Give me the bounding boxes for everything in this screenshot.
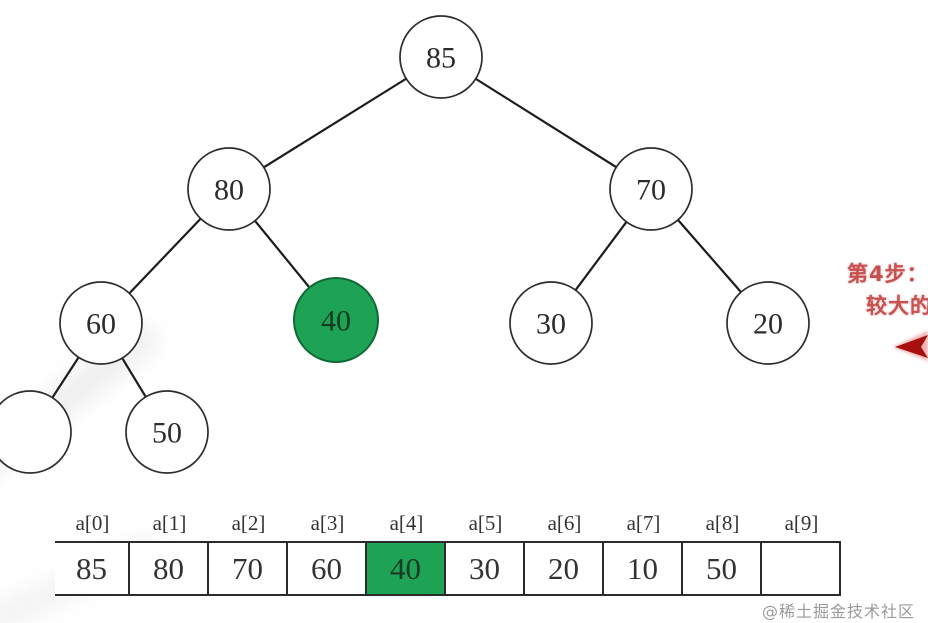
array-cell: 10 bbox=[604, 541, 683, 596]
array-cell-highlighted: 40 bbox=[367, 541, 446, 596]
array-cell: 50 bbox=[683, 541, 762, 596]
array-index-label: a[5] bbox=[468, 511, 503, 535]
tree-node-85: 85 bbox=[399, 15, 483, 99]
red-arrow bbox=[893, 331, 928, 361]
tree-node-20: 20 bbox=[726, 281, 810, 365]
node-value: 40 bbox=[321, 305, 351, 338]
tree-node-clipped-left bbox=[0, 390, 72, 474]
node-value: 80 bbox=[214, 174, 244, 207]
node-value: 60 bbox=[86, 308, 116, 341]
node-value: 20 bbox=[753, 308, 783, 341]
node-value: 85 bbox=[426, 42, 456, 75]
node-circle bbox=[609, 147, 693, 231]
node-circle bbox=[399, 15, 483, 99]
tree-node-60: 60 bbox=[59, 281, 143, 365]
array-index-label: a[9] bbox=[784, 511, 819, 535]
node-circle bbox=[187, 147, 271, 231]
tree-node-40-highlighted: 40 bbox=[293, 277, 379, 363]
array-index-label: a[6] bbox=[547, 511, 582, 535]
step-annotation-line1: 第4步： bbox=[847, 262, 928, 286]
node-circle bbox=[509, 281, 593, 365]
tree-edges bbox=[29, 56, 769, 433]
array-cell: 80 bbox=[130, 541, 209, 596]
array-index-label: a[1] bbox=[152, 511, 187, 535]
node-circle bbox=[0, 390, 72, 474]
array-cell: 30 bbox=[446, 541, 525, 596]
node-circle bbox=[293, 277, 379, 363]
node-circle bbox=[726, 281, 810, 365]
node-value: 30 bbox=[536, 308, 566, 341]
array-index-label: a[8] bbox=[705, 511, 740, 535]
array-index-labels: a[0] a[1] a[2] a[3] a[4] a[5] a[6] a[7] … bbox=[55, 511, 841, 536]
array-index-label: a[0] bbox=[75, 511, 110, 535]
array-cell: 20 bbox=[525, 541, 604, 596]
step-annotation-line2: 较大的 bbox=[866, 294, 928, 318]
red-arrow-head bbox=[895, 335, 928, 358]
node-circle bbox=[59, 281, 143, 365]
array-index-label: a[3] bbox=[310, 511, 345, 535]
tree-node-50: 50 bbox=[125, 390, 209, 474]
node-value: 50 bbox=[152, 417, 182, 450]
step-annotation: 第4步： 较大的 bbox=[847, 258, 928, 322]
array-cell: 70 bbox=[209, 541, 288, 596]
tree-node-80: 80 bbox=[187, 147, 271, 231]
array-cell: 85 bbox=[55, 541, 130, 596]
site-watermark: @稀土掘金技术社区 bbox=[762, 602, 916, 621]
array-cell: 60 bbox=[288, 541, 367, 596]
node-value: 70 bbox=[636, 174, 666, 207]
node-circle bbox=[125, 390, 209, 474]
tree-node-30: 30 bbox=[509, 281, 593, 365]
array-index-label: a[7] bbox=[626, 511, 661, 535]
array-cell bbox=[762, 541, 841, 596]
array-index-label: a[2] bbox=[231, 511, 266, 535]
tree-node-70: 70 bbox=[609, 147, 693, 231]
array-index-label: a[4] bbox=[389, 511, 424, 535]
array-cells: 85 80 70 60 40 30 20 10 50 bbox=[55, 541, 841, 596]
